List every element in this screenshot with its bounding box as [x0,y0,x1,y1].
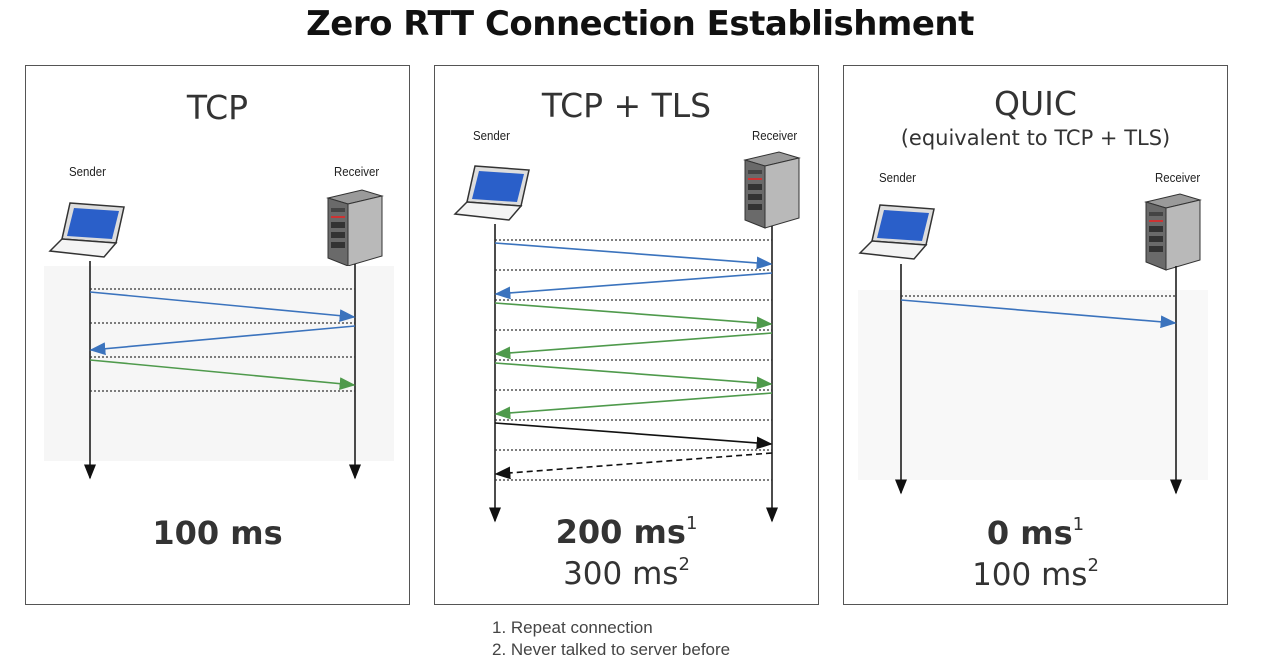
latency-primary-value: 100 ms [152,514,283,552]
latency-primary-value: 0 ms [986,514,1073,552]
message-arrow [494,332,773,360]
sequence-diagram-tcp-tls [489,224,778,523]
sender-label: Sender [69,164,106,179]
panel-quic: QUIC (equivalent to TCP + TLS) Sender Re… [843,65,1228,605]
latency-primary-footnote: 1 [1072,514,1085,535]
message-arrow-0rtt [900,299,1177,329]
latency-secondary-footnote: 2 [678,554,690,575]
page-title: Zero RTT Connection Establishment [306,4,974,44]
latency-primary-footnote: 1 [685,513,698,534]
message-arrow-syn [89,291,356,323]
latency-primary: 0 ms1 [844,514,1227,552]
sender-label: Sender [473,128,510,143]
panel-title: QUIC [994,84,1077,123]
message-arrow [494,422,773,450]
panel-title: TCP + TLS [541,86,712,125]
message-arrow-synack [89,325,356,356]
panel-tcp: TCP Sender Receiver 100 ms [25,65,410,605]
laptop-icon [48,202,125,258]
message-arrow [494,272,773,300]
panel-tcp-tls: TCP + TLS Sender Receiver [434,65,819,605]
message-arrow [494,242,773,270]
sequence-diagram-quic [858,264,1208,495]
sequence-diagram-tcp [44,261,394,480]
latency-secondary-value: 100 ms [972,557,1088,593]
laptop-icon [453,165,530,221]
laptop-icon [858,204,935,260]
message-arrow [494,362,773,390]
server-icon [1144,193,1202,271]
receiver-label: Receiver [752,128,798,143]
receiver-label: Receiver [1155,170,1201,185]
message-arrow [494,392,773,420]
latency-secondary-value: 300 ms [563,556,679,592]
latency-secondary-footnote: 2 [1087,555,1099,576]
footnote-2: 2. Never talked to server before [492,640,731,659]
sender-label: Sender [879,170,916,185]
latency-primary: 100 ms [26,514,409,552]
diagram-background [858,290,1208,480]
latency-primary: 200 ms1 [435,513,818,551]
panel-subtitle: (equivalent to TCP + TLS) [900,126,1171,150]
panel-title: TCP [186,88,249,127]
latency-primary-value: 200 ms [555,513,686,551]
diagram-background [44,266,394,461]
server-icon [743,151,801,229]
message-arrow-dashed [494,452,773,480]
footnote-1: 1. Repeat connection [492,618,653,637]
message-arrow-ack [89,359,356,391]
latency-secondary: 100 ms2 [844,555,1227,593]
footnotes: 1. Repeat connection 2. Never talked to … [492,617,730,661]
message-arrow [494,302,773,330]
latency-secondary: 300 ms2 [435,554,818,592]
receiver-label: Receiver [334,164,380,179]
